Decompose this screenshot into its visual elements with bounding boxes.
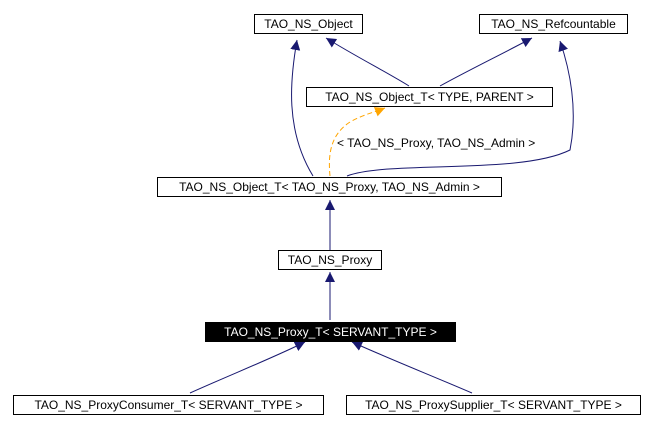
class-node-tao-ns-proxysupplier-t[interactable]: TAO_NS_ProxySupplier_T< SERVANT_TYPE >	[346, 395, 641, 415]
class-label: TAO_NS_Proxy_T< SERVANT_TYPE >	[224, 325, 437, 339]
edge-proxysupplier-t-to-proxy-t	[351, 341, 473, 394]
edge-layer: < TAO_NS_Proxy, TAO_NS_Admin >	[189, 37, 574, 394]
class-node-tao-ns-object[interactable]: TAO_NS_Object	[254, 14, 363, 34]
class-label: TAO_NS_ProxyConsumer_T< SERVANT_TYPE >	[34, 398, 302, 412]
edge-object-t-proxy-admin-to-object-t-template	[328, 107, 386, 177]
class-node-tao-ns-proxyconsumer-t[interactable]: TAO_NS_ProxyConsumer_T< SERVANT_TYPE >	[13, 395, 324, 415]
class-label: TAO_NS_Object_T< TAO_NS_Proxy, TAO_NS_Ad…	[179, 180, 480, 194]
edge-label-template-args: < TAO_NS_Proxy, TAO_NS_Admin >	[337, 136, 535, 150]
class-label: TAO_NS_Proxy	[288, 253, 372, 267]
edge-object-t-proxy-admin-to-object	[290, 39, 314, 177]
class-label: TAO_NS_Refcountable	[491, 17, 616, 31]
class-label: TAO_NS_ProxySupplier_T< SERVANT_TYPE >	[365, 398, 622, 412]
edge-object-t-proxy-admin-to-refcountable	[346, 40, 574, 177]
edge-object-t-template-to-object	[325, 37, 410, 87]
edge-proxyconsumer-t-to-proxy-t	[189, 341, 306, 394]
class-node-tao-ns-proxy-t[interactable]: TAO_NS_Proxy_T< SERVANT_TYPE >	[205, 322, 456, 342]
edge-object-t-template-to-refcountable	[439, 37, 533, 87]
class-node-tao-ns-proxy[interactable]: TAO_NS_Proxy	[278, 250, 382, 270]
class-label: TAO_NS_Object_T< TYPE, PARENT >	[325, 90, 534, 104]
class-node-tao-ns-refcountable[interactable]: TAO_NS_Refcountable	[479, 14, 628, 34]
class-node-tao-ns-object-t-template[interactable]: TAO_NS_Object_T< TYPE, PARENT >	[306, 87, 553, 107]
class-node-tao-ns-object-t-proxy-admin[interactable]: TAO_NS_Object_T< TAO_NS_Proxy, TAO_NS_Ad…	[157, 177, 502, 197]
class-label: TAO_NS_Object	[264, 17, 353, 31]
